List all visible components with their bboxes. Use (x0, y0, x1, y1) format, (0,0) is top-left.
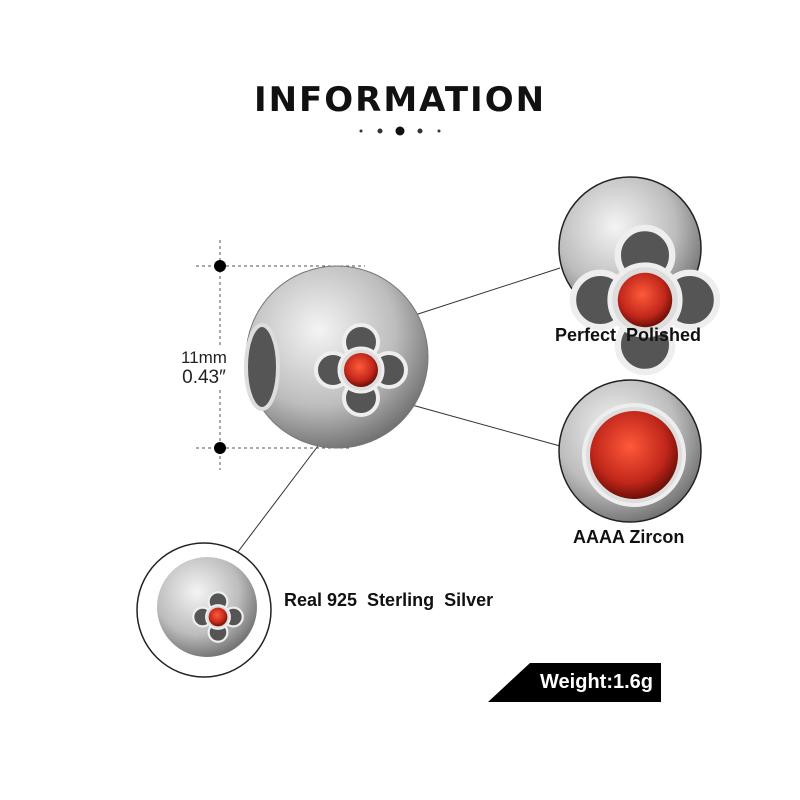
main-charm-image (244, 265, 429, 449)
feature-label-zircon: AAAA Zircon (573, 527, 685, 547)
zircon-detail-image (558, 379, 702, 523)
weight-label: Weight:1.6g (540, 671, 653, 693)
feature-label-polished: Perfect Polished (555, 325, 702, 345)
silver-detail-image (136, 542, 272, 678)
feature-label-silver: Real 925 Sterling Silver (284, 590, 494, 610)
dimension-inch: 0.43″ (182, 367, 226, 388)
polished-detail-image (558, 176, 717, 372)
dimension-mm: 11mm (181, 348, 227, 367)
page-title: INFORMATION (253, 80, 547, 120)
title-divider-dots (359, 126, 441, 136)
dimension-label: 11mm 0.43″ (164, 348, 244, 388)
